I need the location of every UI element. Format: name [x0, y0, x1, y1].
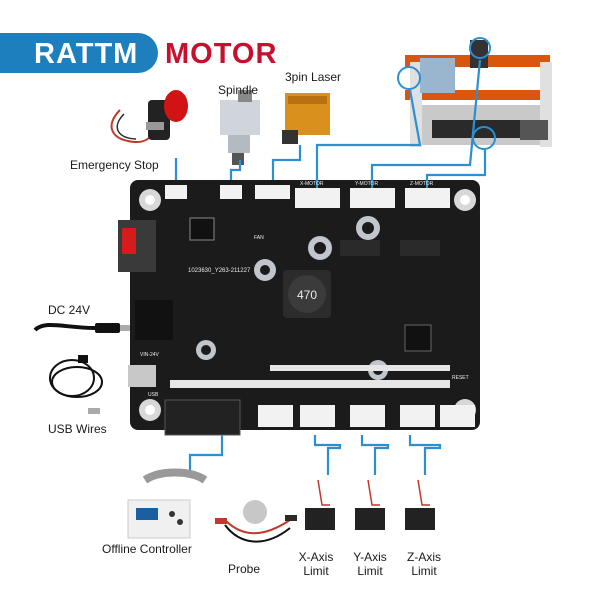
silk-usb: USB: [148, 392, 159, 398]
spindle-illustration: [220, 90, 260, 165]
board-part-number: 1023630_Y263-211227: [188, 268, 251, 274]
limit-switch-y: [355, 479, 385, 530]
label-z-axis-line2: Limit: [411, 564, 437, 578]
limit-switch-x: [305, 479, 335, 530]
emergency-stop-illustration: [110, 90, 188, 144]
label-x-axis-line2: Limit: [303, 564, 329, 578]
label-emergency-stop: Emergency Stop: [70, 158, 159, 172]
label-y-axis: Y-Axis Limit: [346, 550, 394, 578]
label-probe: Probe: [228, 562, 261, 576]
silk-x-motor: X-MOTOR: [300, 181, 324, 187]
brand-banner: RATTM MOTOR: [0, 0, 600, 95]
control-board: [118, 180, 480, 436]
brand-name-part1: RATTM: [34, 38, 139, 70]
silk-vin: VIN-24V: [140, 352, 159, 358]
label-z-axis: Z-Axis Limit: [400, 550, 448, 578]
silk-reset: RESET: [452, 375, 469, 381]
probe-illustration: [215, 500, 297, 543]
label-usb: USB Wires: [48, 422, 107, 436]
label-x-axis-line1: X-Axis: [298, 550, 334, 564]
limit-switch-z: [405, 479, 435, 530]
label-offline-controller: Offline Controller: [102, 542, 192, 556]
label-spindle: Spindle: [218, 83, 259, 97]
connection-lines: [174, 59, 487, 478]
label-y-axis-line1: Y-Axis: [353, 550, 387, 564]
label-dc: DC 24V: [48, 303, 91, 317]
label-y-axis-line2: Limit: [357, 564, 383, 578]
label-z-axis-line1: Z-Axis: [407, 550, 441, 564]
inductor-marking: 470: [297, 288, 317, 302]
dc-cable-illustration: [33, 323, 130, 333]
cnc-machine-illustration: [397, 37, 552, 150]
label-x-axis: X-Axis Limit: [292, 550, 340, 578]
laser-illustration: [282, 93, 330, 144]
usb-cable-illustration: [49, 355, 103, 414]
brand-badge: [0, 33, 158, 73]
offline-controller-illustration: [127, 468, 208, 539]
silk-fan: FAN: [254, 235, 264, 241]
label-laser: 3pin Laser: [285, 70, 342, 84]
brand-name-part2: MOTOR: [165, 38, 278, 70]
silk-y-motor: Y-MOTOR: [355, 181, 379, 187]
silk-z-motor: Z-MOTOR: [410, 181, 434, 187]
